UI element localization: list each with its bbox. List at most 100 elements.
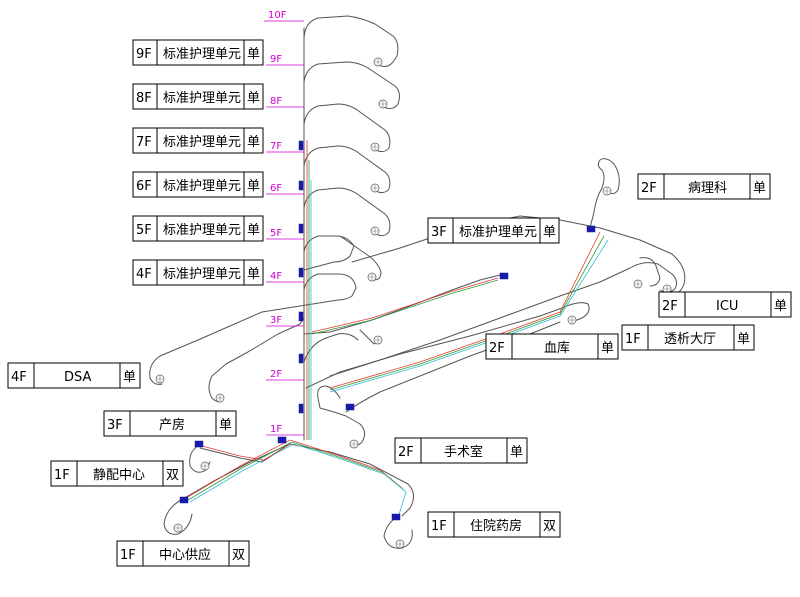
label-tag: 单: [774, 299, 787, 314]
station-dsa: [155, 374, 165, 384]
pipe-6f: [303, 187, 391, 237]
label-4f-ward: 4F 标准护理单元 单: [132, 259, 264, 286]
label-floor: 7F: [136, 135, 152, 150]
svg-text:8F: 8F: [270, 96, 282, 107]
label-name: 产房: [159, 417, 185, 433]
floor-marker-2f: 2F: [266, 369, 304, 381]
label-name: 病理科: [688, 181, 727, 196]
station-supply: [173, 523, 183, 533]
run-line-green: [329, 235, 605, 391]
svg-text:7F: 7F: [270, 141, 282, 152]
label-floor: 2F: [662, 299, 678, 314]
label-3f-delivery: 3F 产房 单: [103, 410, 237, 437]
label-2f-surgery: 2F 手术室 单: [394, 437, 528, 464]
label-name: 静配中心: [93, 468, 145, 483]
station-10f: [373, 57, 383, 67]
label-tag: 单: [737, 332, 750, 347]
label-name: 标准护理单元: [163, 267, 241, 282]
station-icu: [662, 284, 672, 294]
label-floor: 2F: [398, 445, 414, 460]
label-floor: 3F: [431, 225, 447, 240]
label-floor: 1F: [120, 548, 136, 563]
floor-marker-6f: 6F: [266, 183, 304, 195]
pipe-2f-bloodbank: [303, 333, 359, 363]
station-pathology: [602, 186, 612, 196]
valve-surgery: [345, 403, 355, 411]
valve-pharmacy: [391, 513, 401, 521]
label-7f-ward: 7F 标准护理单元 单: [132, 127, 264, 154]
valve-5f: [298, 223, 304, 234]
line-3f-red: [311, 277, 499, 333]
label-tag: 单: [247, 223, 260, 238]
floor-marker-9f: 9F: [266, 54, 304, 66]
label-floor: 5F: [136, 223, 152, 238]
valve-supply: [179, 496, 189, 504]
label-5f-ward: 5F 标准护理单元 单: [132, 215, 264, 242]
label-floor: 2F: [489, 341, 505, 356]
floor-marker-8f: 8F: [266, 96, 304, 108]
department-labels: 9F 标准护理单元 单 8F 标准护理单元 单 7F 标准护理单元 单 6F: [7, 39, 792, 567]
label-tag: 单: [247, 47, 260, 62]
label-tag: 双: [543, 519, 556, 534]
svg-text:1F: 1F: [270, 424, 282, 435]
label-2f-pathology: 2F 病理科 单: [637, 173, 771, 200]
label-floor: 1F: [431, 519, 447, 534]
label-tag: 双: [232, 548, 245, 563]
station-delivery: [215, 393, 225, 403]
station-bloodbank: [567, 315, 577, 325]
pipe-2f-bloodbank-run: [305, 302, 590, 389]
label-name: DSA: [64, 370, 92, 385]
pipe-1f-dialysis-run: [639, 257, 661, 287]
svg-text:3F: 3F: [270, 315, 282, 326]
pipe-2f-surgery: [317, 385, 366, 447]
svg-text:6F: 6F: [270, 183, 282, 194]
pipe-10f: [303, 15, 399, 67]
label-8f-ward: 8F 标准护理单元 单: [132, 83, 264, 110]
label-6f-ward: 6F 标准护理单元 单: [132, 171, 264, 198]
label-tag: 单: [247, 91, 260, 106]
label-name: 标准护理单元: [163, 47, 241, 62]
run-line-red: [329, 231, 601, 389]
pipe-9f: [303, 61, 400, 109]
floor-marker-1f: 1F: [266, 424, 304, 436]
label-tag: 单: [247, 267, 260, 282]
label-tag: 双: [166, 468, 179, 483]
label-tag: 单: [543, 225, 556, 240]
label-floor: 6F: [136, 179, 152, 194]
label-floor: 2F: [641, 181, 657, 196]
label-floor: 9F: [136, 47, 152, 62]
line-3f-green: [311, 279, 499, 335]
pipe-2f-pathology: [589, 158, 620, 229]
svg-text:9F: 9F: [270, 54, 282, 65]
label-tag: 单: [247, 179, 260, 194]
valve-4f: [298, 267, 304, 278]
valve-3f-ward: [499, 272, 509, 280]
station-dialysis: [633, 279, 643, 289]
valves: [179, 140, 596, 521]
floor-marker-7f: 7F: [266, 141, 304, 153]
label-floor: 1F: [54, 468, 70, 483]
pipe-1f-main: [199, 443, 414, 517]
pipe-8f: [303, 103, 391, 153]
label-floor: 8F: [136, 91, 152, 106]
label-floor: 4F: [136, 267, 152, 282]
label-floor: 1F: [625, 332, 641, 347]
label-floor: 4F: [11, 370, 27, 385]
valve-7f: [298, 140, 304, 151]
label-tag: 单: [247, 135, 260, 150]
station-6f: [370, 226, 380, 236]
valve-riser-low: [298, 403, 304, 414]
label-tag: 单: [601, 341, 614, 356]
label-2f-bloodbank: 2F 血库 单: [485, 333, 619, 360]
svg-text:5F: 5F: [270, 228, 282, 239]
svg-text:2F: 2F: [270, 369, 282, 380]
floor-marker-3f: 3F: [266, 315, 304, 327]
floor-marker-10f: 10F: [264, 10, 304, 22]
label-4f-dsa: 4F DSA 单: [7, 362, 141, 389]
station-pivas: [200, 461, 210, 471]
valve-pivas: [194, 440, 204, 448]
valve-top-run: [586, 225, 596, 233]
label-2f-icu: 2F ICU 单: [658, 291, 792, 318]
